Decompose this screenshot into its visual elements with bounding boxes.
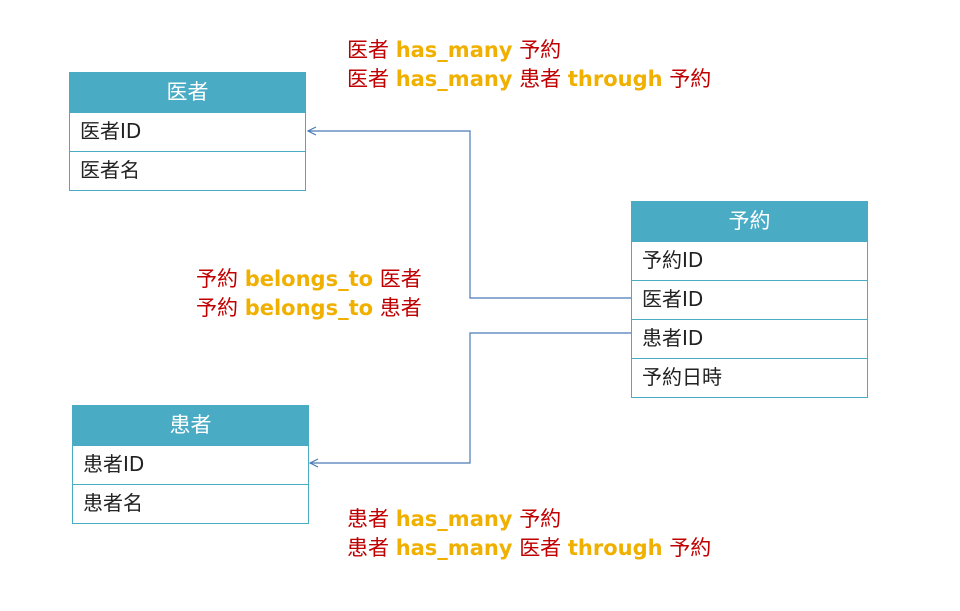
entity-appointment-field: 予約ID <box>632 241 867 280</box>
note-entity: 予約 <box>519 38 562 62</box>
entity-patient-field: 患者名 <box>73 484 308 523</box>
note-keyword: through <box>567 67 663 91</box>
note-entity: 医者 <box>347 38 389 62</box>
entity-patient-field: 患者ID <box>73 445 308 484</box>
note-line: 患者 has_many 医者 through 予約 <box>347 534 711 563</box>
note-keyword: belongs_to <box>244 267 374 291</box>
note-line: 予約 belongs_to 医者 <box>196 265 422 294</box>
entity-doctor-field: 医者名 <box>70 151 305 190</box>
note-appointment-associations: 予約 belongs_to 医者 予約 belongs_to 患者 <box>196 265 422 323</box>
entity-doctor-title: 医者 <box>70 73 305 112</box>
note-line: 医者 has_many 予約 <box>347 36 711 65</box>
note-entity: 医者 <box>379 267 422 291</box>
note-line: 医者 has_many 患者 through 予約 <box>347 65 711 94</box>
note-entity: 医者 <box>519 536 562 560</box>
entity-appointment-field: 医者ID <box>632 280 867 319</box>
note-doctor-associations: 医者 has_many 予約 医者 has_many 患者 through 予約 <box>347 36 711 94</box>
note-patient-associations: 患者 has_many 予約 患者 has_many 医者 through 予約 <box>347 505 711 563</box>
note-entity: 予約 <box>669 67 712 91</box>
note-entity: 予約 <box>519 507 562 531</box>
note-keyword: has_many <box>395 67 513 91</box>
entity-appointment-field: 患者ID <box>632 319 867 358</box>
entity-doctor-field: 医者ID <box>70 112 305 151</box>
note-entity: 予約 <box>196 267 238 291</box>
note-keyword: has_many <box>395 38 513 62</box>
note-entity: 医者 <box>347 67 389 91</box>
entity-doctor: 医者 医者ID 医者名 <box>69 72 306 191</box>
entity-patient: 患者 患者ID 患者名 <box>72 405 309 524</box>
note-entity: 予約 <box>196 296 238 320</box>
note-entity: 患者 <box>379 296 422 320</box>
entity-appointment: 予約 予約ID 医者ID 患者ID 予約日時 <box>631 201 868 398</box>
note-keyword: has_many <box>395 507 513 531</box>
entity-patient-title: 患者 <box>73 406 308 445</box>
note-entity: 患者 <box>347 536 389 560</box>
entity-appointment-title: 予約 <box>632 202 867 241</box>
note-keyword: belongs_to <box>244 296 374 320</box>
connector-appointment-patient <box>310 332 631 463</box>
note-keyword: through <box>567 536 663 560</box>
note-entity: 予約 <box>669 536 712 560</box>
entity-appointment-field: 予約日時 <box>632 358 867 397</box>
note-line: 患者 has_many 予約 <box>347 505 711 534</box>
note-keyword: has_many <box>395 536 513 560</box>
note-line: 予約 belongs_to 患者 <box>196 294 422 323</box>
note-entity: 患者 <box>519 67 562 91</box>
note-entity: 患者 <box>347 507 389 531</box>
connector-appointment-doctor <box>308 131 631 299</box>
